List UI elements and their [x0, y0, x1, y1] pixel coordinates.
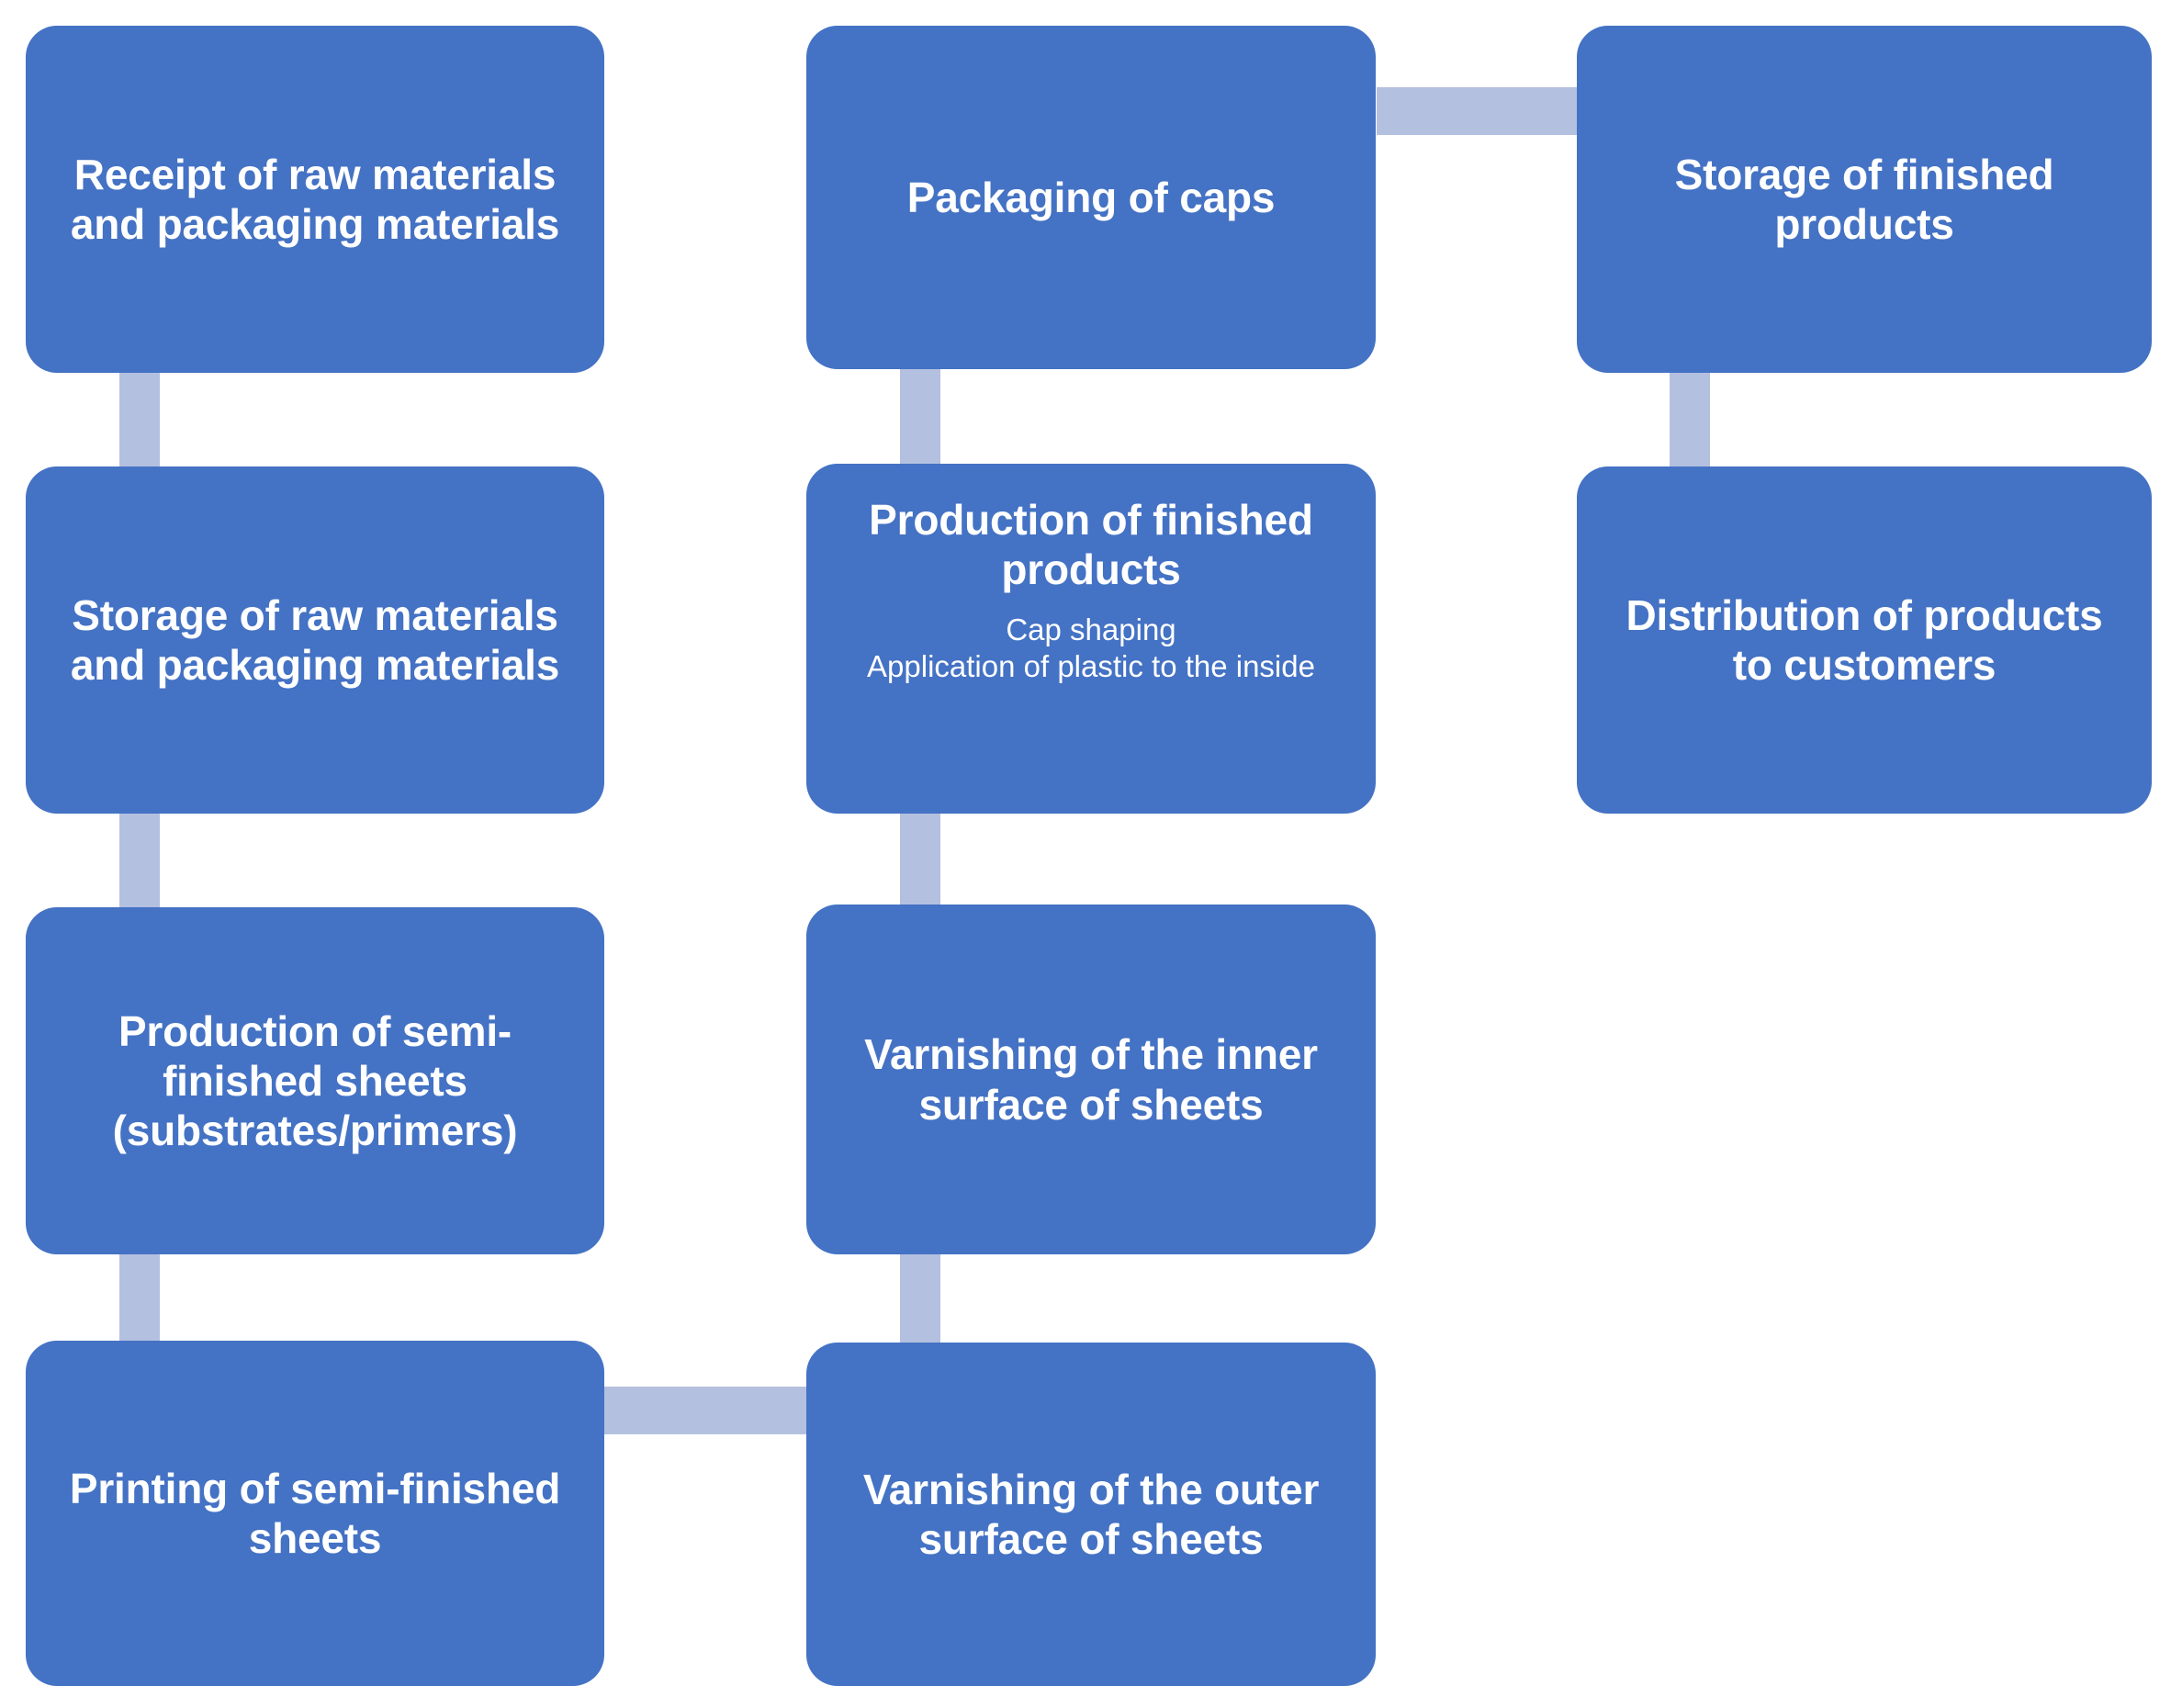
node-varnishing-outer-surface[interactable]: Varnishing of the outer surface of sheet… — [806, 1343, 1376, 1686]
node-production-finished-products[interactable]: Production of finished products Cap shap… — [806, 464, 1376, 814]
node-title: Varnishing of the outer surface of sheet… — [862, 1465, 1320, 1563]
node-printing-semi-finished-sheets[interactable]: Printing of semi-finished sheets — [26, 1341, 604, 1686]
node-title: Production of semi-finished sheets (subs… — [112, 1006, 518, 1155]
connector-varnishing-outer-to-varnishing-inner — [900, 1254, 940, 1343]
connector-storage-finished-to-distribution — [1670, 373, 1710, 467]
connector-printing-to-varnishing-outer — [604, 1387, 808, 1434]
node-distribution-to-customers[interactable]: Distribution of products to customers — [1577, 466, 2152, 814]
node-title: Production of finished products — [869, 496, 1313, 594]
node-title: Varnishing of the inner surface of sheet… — [864, 1030, 1318, 1129]
node-receipt-raw-materials[interactable]: Receipt of raw materials and packaging m… — [26, 26, 604, 373]
node-title: Packaging of caps — [906, 173, 1276, 221]
connector-packaging-caps-to-storage-finished — [1377, 87, 1579, 135]
node-storage-raw-materials[interactable]: Storage of raw materials and packaging m… — [26, 466, 604, 814]
node-title: Distribution of products to customers — [1625, 590, 2103, 689]
node-title: Receipt of raw materials and packaging m… — [70, 150, 560, 248]
node-title: Printing of semi-finished sheets — [69, 1464, 561, 1562]
node-title: Storage of finished products — [1674, 150, 2054, 248]
connector-production-semi-to-printing — [119, 1254, 160, 1342]
connector-receipt-to-storage-raw — [119, 373, 160, 467]
node-varnishing-inner-surface[interactable]: Varnishing of the inner surface of sheet… — [806, 905, 1376, 1254]
node-title: Storage of raw materials and packaging m… — [70, 590, 560, 689]
connector-storage-raw-to-production-semi — [119, 814, 160, 908]
node-storage-finished-products[interactable]: Storage of finished products — [1577, 26, 2152, 373]
connector-varnishing-inner-to-production-finished — [900, 814, 940, 905]
node-production-semi-finished-sheets[interactable]: Production of semi-finished sheets (subs… — [26, 907, 604, 1254]
node-packaging-of-caps[interactable]: Packaging of caps — [806, 26, 1376, 369]
connector-production-finished-to-packaging-caps — [900, 368, 940, 464]
